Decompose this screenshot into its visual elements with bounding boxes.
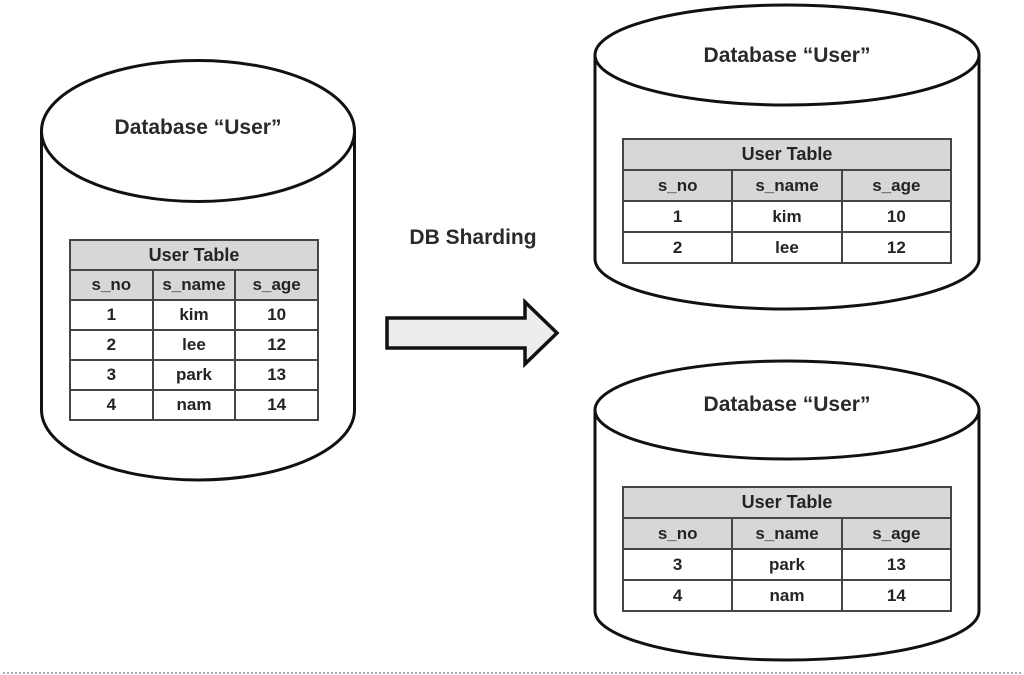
column-header: s_no	[621, 169, 734, 202]
cell-s-name: park	[151, 359, 237, 391]
table-title: User Table	[622, 486, 952, 519]
database-title: Database “User”	[703, 393, 871, 416]
database-title: Database “User”	[114, 116, 282, 139]
cell-s-name: nam	[731, 579, 843, 612]
database-shard-1: Database “User” User Table s_no s_name s…	[592, 2, 982, 314]
table-row: 4 nam 14	[621, 579, 953, 612]
cell-s-name: park	[731, 548, 843, 581]
table-row: 2 lee 12	[621, 231, 953, 264]
cell-s-no: 1	[621, 200, 734, 233]
cell-s-no: 3	[69, 359, 154, 391]
cell-s-name: kim	[731, 200, 843, 233]
cell-s-name: lee	[731, 231, 843, 264]
right-arrow-icon	[385, 297, 560, 368]
cell-s-age: 14	[234, 389, 319, 421]
table-title: User Table	[622, 138, 952, 171]
table-header-row: s_no s_name s_age	[69, 269, 319, 301]
table-row: 1 kim 10	[621, 200, 953, 233]
table-row: 3 park 13	[69, 359, 319, 391]
column-header: s_age	[840, 517, 953, 550]
table-row: 2 lee 12	[69, 329, 319, 361]
table-header-row: s_no s_name s_age	[621, 517, 953, 550]
user-table: User Table s_no s_name s_age 1 kim 10 2 …	[621, 138, 953, 264]
table-row: 4 nam 14	[69, 389, 319, 421]
table-title-row: User Table	[622, 486, 952, 519]
column-header: s_no	[621, 517, 734, 550]
column-header: s_name	[151, 269, 237, 301]
column-header: s_name	[731, 169, 843, 202]
cell-s-no: 2	[69, 329, 154, 361]
cell-s-name: nam	[151, 389, 237, 421]
cell-s-no: 1	[69, 299, 154, 331]
user-table: User Table s_no s_name s_age 1 kim 10 2 …	[69, 239, 319, 421]
cell-s-age: 13	[840, 548, 953, 581]
arrow-label: DB Sharding	[409, 226, 537, 249]
cell-s-no: 2	[621, 231, 734, 264]
table-title-row: User Table	[69, 239, 319, 271]
database-source: Database “User” User Table s_no s_name s…	[38, 57, 358, 489]
cell-s-no: 4	[69, 389, 154, 421]
cell-s-name: lee	[151, 329, 237, 361]
database-shard-2: Database “User” User Table s_no s_name s…	[592, 358, 982, 663]
table-row: 1 kim 10	[69, 299, 319, 331]
cell-s-age: 14	[840, 579, 953, 612]
database-title: Database “User”	[703, 44, 871, 67]
cell-s-no: 4	[621, 579, 734, 612]
cell-s-age: 13	[234, 359, 319, 391]
column-header: s_no	[69, 269, 154, 301]
cell-s-age: 10	[840, 200, 953, 233]
column-header: s_age	[234, 269, 319, 301]
cell-s-age: 10	[234, 299, 319, 331]
cell-s-no: 3	[621, 548, 734, 581]
column-header: s_name	[731, 517, 843, 550]
table-header-row: s_no s_name s_age	[621, 169, 953, 202]
cell-s-name: kim	[151, 299, 237, 331]
bottom-dotted-line	[3, 672, 1021, 674]
table-title: User Table	[69, 239, 319, 271]
table-title-row: User Table	[622, 138, 952, 171]
cell-s-age: 12	[840, 231, 953, 264]
user-table: User Table s_no s_name s_age 3 park 13 4…	[621, 486, 953, 612]
column-header: s_age	[840, 169, 953, 202]
table-row: 3 park 13	[621, 548, 953, 581]
cell-s-age: 12	[234, 329, 319, 361]
